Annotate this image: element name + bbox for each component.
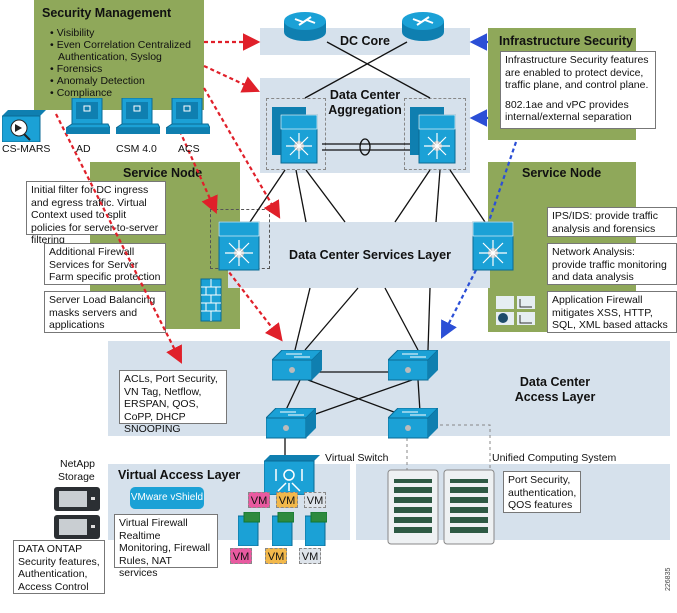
analysis-charts-icon — [496, 296, 535, 325]
server-icon — [238, 512, 260, 546]
link — [449, 169, 486, 223]
service-node-right-note-2: Network Analysis: provide traffic monito… — [547, 243, 677, 285]
bullet-item: Visibility — [48, 27, 198, 39]
service-node-right-note-1: IPS/IDS: provide traffic analysis and fo… — [547, 207, 677, 237]
cs-mars-appliance-icon — [2, 110, 46, 142]
infrastructure-security-note: Infrastructure Security features are ena… — [500, 51, 656, 129]
server-icon — [305, 512, 327, 546]
services-chassis-right-icon — [472, 221, 514, 271]
workstation-icon — [66, 98, 110, 134]
service-node-left-title: Service Node — [123, 166, 203, 180]
server-icon — [272, 512, 294, 546]
netapp-note: DATA ONTAP Security features, Authentica… — [13, 540, 105, 594]
access-switch-icon — [266, 408, 316, 439]
storage-array-icon — [54, 487, 100, 539]
workstation-icon — [166, 98, 210, 134]
vm-badge: VM — [276, 492, 298, 508]
firewall-icon — [200, 278, 222, 322]
router-icon — [402, 12, 444, 41]
ucs-note: Port Security, authentication, QOS featu… — [503, 471, 581, 513]
aggregation-group-right — [404, 98, 466, 170]
vmware-vshield-button[interactable]: VMware vShield — [130, 487, 204, 509]
service-node-right-title: Service Node — [522, 166, 602, 180]
security-management-bullets: Visibility Even Correlation Centralized … — [48, 27, 198, 99]
access-switch-icon — [272, 350, 322, 381]
nexus-switch-icon — [272, 107, 318, 164]
infrastructure-note-line1: Infrastructure Security features are ena… — [505, 54, 649, 91]
workstation-icon — [116, 98, 160, 134]
access-switch-icon — [388, 350, 438, 381]
nexus-switch-icon — [410, 107, 456, 164]
service-node-left-note-1: Initial filter for DC ingress and egress… — [26, 181, 166, 246]
vm-badge: VM — [265, 548, 287, 564]
ucs-chassis-icon — [387, 469, 439, 545]
ucs-chassis-icon — [443, 469, 495, 545]
services-label: Data Center Services Layer — [289, 248, 451, 262]
vm-badge: VM — [304, 492, 326, 508]
bullet-item: Anomaly Detection — [48, 75, 198, 87]
infrastructure-security-title: Infrastructure Security — [499, 34, 634, 48]
vshield-note: Virtual Firewall Realtime Monitoring, Fi… — [114, 514, 218, 579]
vm-badge: VM — [230, 548, 252, 564]
router-icon — [284, 12, 326, 41]
red-arrow — [203, 65, 260, 93]
access-label: Data Center Access Layer — [514, 375, 596, 404]
services-chassis-left-icon — [218, 221, 260, 271]
link — [295, 169, 307, 223]
dc-core-label: DC Core — [339, 34, 390, 48]
service-node-left-note-3: Server Load Balancing masks servers and … — [44, 291, 166, 333]
access-layer-note: ACLs, Port Security, VN Tag, Netflow, ER… — [119, 370, 227, 435]
ucs-label: Unified Computing System — [492, 452, 617, 464]
access-switch-icon — [388, 408, 438, 439]
aggregation-label: Data Center Aggregation — [328, 88, 402, 117]
virtual-access-label: Virtual Access Layer — [118, 468, 241, 482]
bullet-item: Forensics — [48, 63, 198, 75]
device-label: AD — [76, 143, 91, 155]
device-label: CSM 4.0 — [116, 143, 157, 155]
bullet-item: Compliance — [48, 87, 198, 99]
netapp-label-1: NetApp — [60, 458, 96, 470]
figure-id: 226835 — [665, 567, 672, 591]
link — [435, 169, 441, 223]
netapp-label-2: Storage — [58, 471, 95, 483]
link — [305, 169, 346, 223]
infrastructure-note-line2: 802.1ae and vPC provides internal/extern… — [505, 98, 632, 124]
service-node-right-note-3: Application Firewall mitigates XSS, HTTP… — [547, 291, 677, 333]
vm-badge: VM — [299, 548, 321, 564]
virtual-switch-label: Virtual Switch — [325, 452, 389, 464]
bullet-item: Even Correlation Centralized Authenticat… — [48, 39, 198, 63]
security-management-title: Security Management — [42, 6, 172, 20]
device-label: CS-MARS — [2, 143, 51, 155]
virtual-switch-icon — [264, 455, 320, 495]
vm-badge: VM — [248, 492, 270, 508]
device-label: ACS — [178, 143, 200, 155]
link — [394, 169, 431, 223]
service-node-left-note-2: Additional Firewall Services for Server … — [44, 243, 166, 285]
